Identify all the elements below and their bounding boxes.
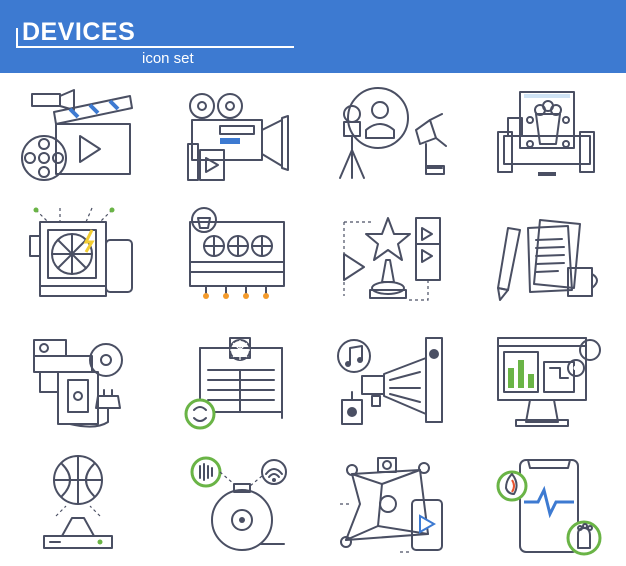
title-accent-tick: [16, 28, 18, 48]
fitness-health-app-icon: [468, 444, 624, 566]
dashcam-sensor-icon: [156, 444, 312, 566]
cinema-seat-popcorn-icon: [468, 78, 624, 200]
title-underline: [16, 46, 294, 48]
page-subtitle: icon set: [142, 50, 194, 67]
globe-hologram-projector-icon: [0, 444, 156, 566]
speaker-megaphone-music-icon: [312, 322, 468, 444]
studio-spotlight-presenter-icon: [312, 78, 468, 200]
monitor-dashboard-gears-icon: [468, 322, 624, 444]
air-conditioner-icon: [156, 322, 312, 444]
server-fan-block-icon: [156, 200, 312, 322]
computer-tower-disc-icon: [0, 322, 156, 444]
pencil-document-mug-icon: [468, 200, 624, 322]
icon-grid: [0, 78, 626, 565]
drone-camera-phone-icon: [312, 444, 468, 566]
header-banner: DEVICES icon set: [0, 0, 626, 73]
page-title: DEVICES: [22, 18, 136, 46]
movie-projector-icon: [156, 78, 312, 200]
film-reel-clapperboard-icon: [0, 78, 156, 200]
star-award-filmstrip-icon: [312, 200, 468, 322]
graphics-card-cooler-icon: [0, 200, 156, 322]
